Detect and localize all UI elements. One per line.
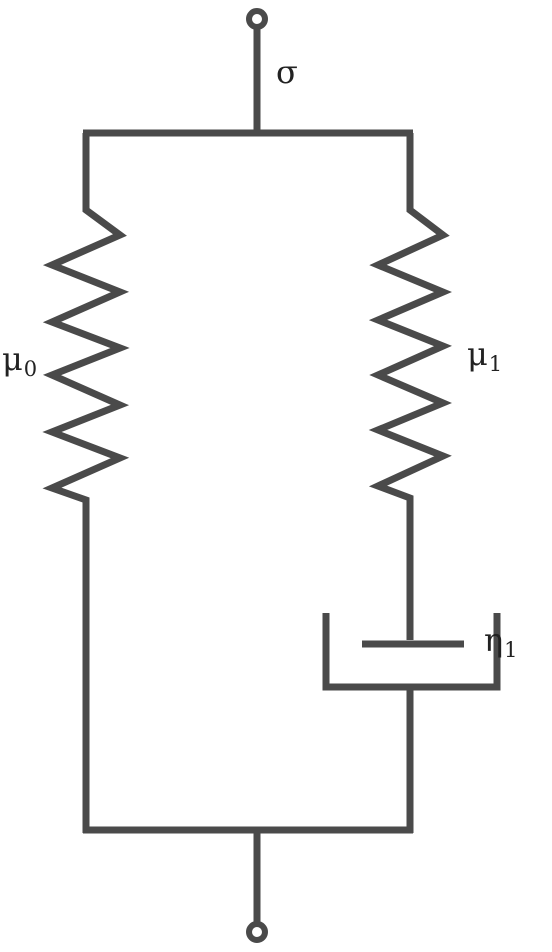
top-terminal (246, 8, 268, 30)
spring-left (42, 133, 130, 833)
spring-right-label: μ1 (467, 335, 503, 376)
spring-left-label: μ0 (2, 340, 38, 381)
spring-right (368, 133, 452, 640)
dashpot-label: η1 (484, 621, 518, 662)
stress-label: σ (276, 53, 298, 91)
bottom-terminal (246, 921, 268, 943)
